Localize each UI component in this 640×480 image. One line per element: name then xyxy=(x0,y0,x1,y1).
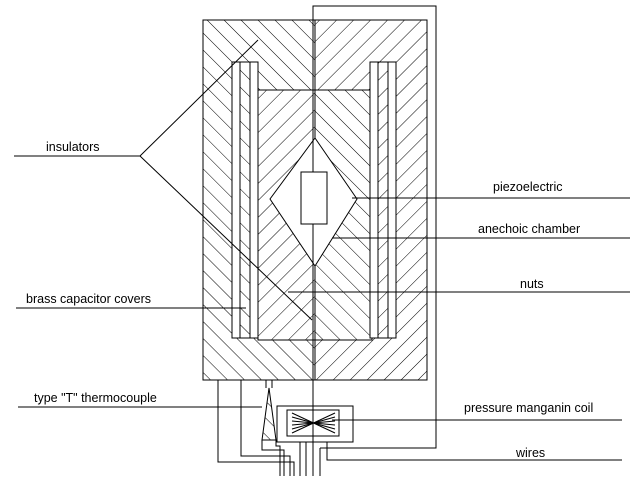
label-thermocouple: type "T" thermocouple xyxy=(34,391,157,405)
label-manganin-coil: pressure manganin coil xyxy=(464,401,593,415)
piezoelectric-element xyxy=(300,171,328,225)
label-insulators: insulators xyxy=(46,140,100,154)
label-anechoic-chamber: anechoic chamber xyxy=(478,222,580,236)
label-nuts: nuts xyxy=(520,277,544,291)
label-wires: wires xyxy=(515,446,545,460)
wires xyxy=(217,380,622,476)
bottom-fittings xyxy=(261,380,354,443)
leader-lines xyxy=(14,39,630,421)
label-brass-capacitor-covers: brass capacitor covers xyxy=(26,292,151,306)
central-wire xyxy=(312,5,437,449)
label-piezoelectric: piezoelectric xyxy=(493,180,562,194)
